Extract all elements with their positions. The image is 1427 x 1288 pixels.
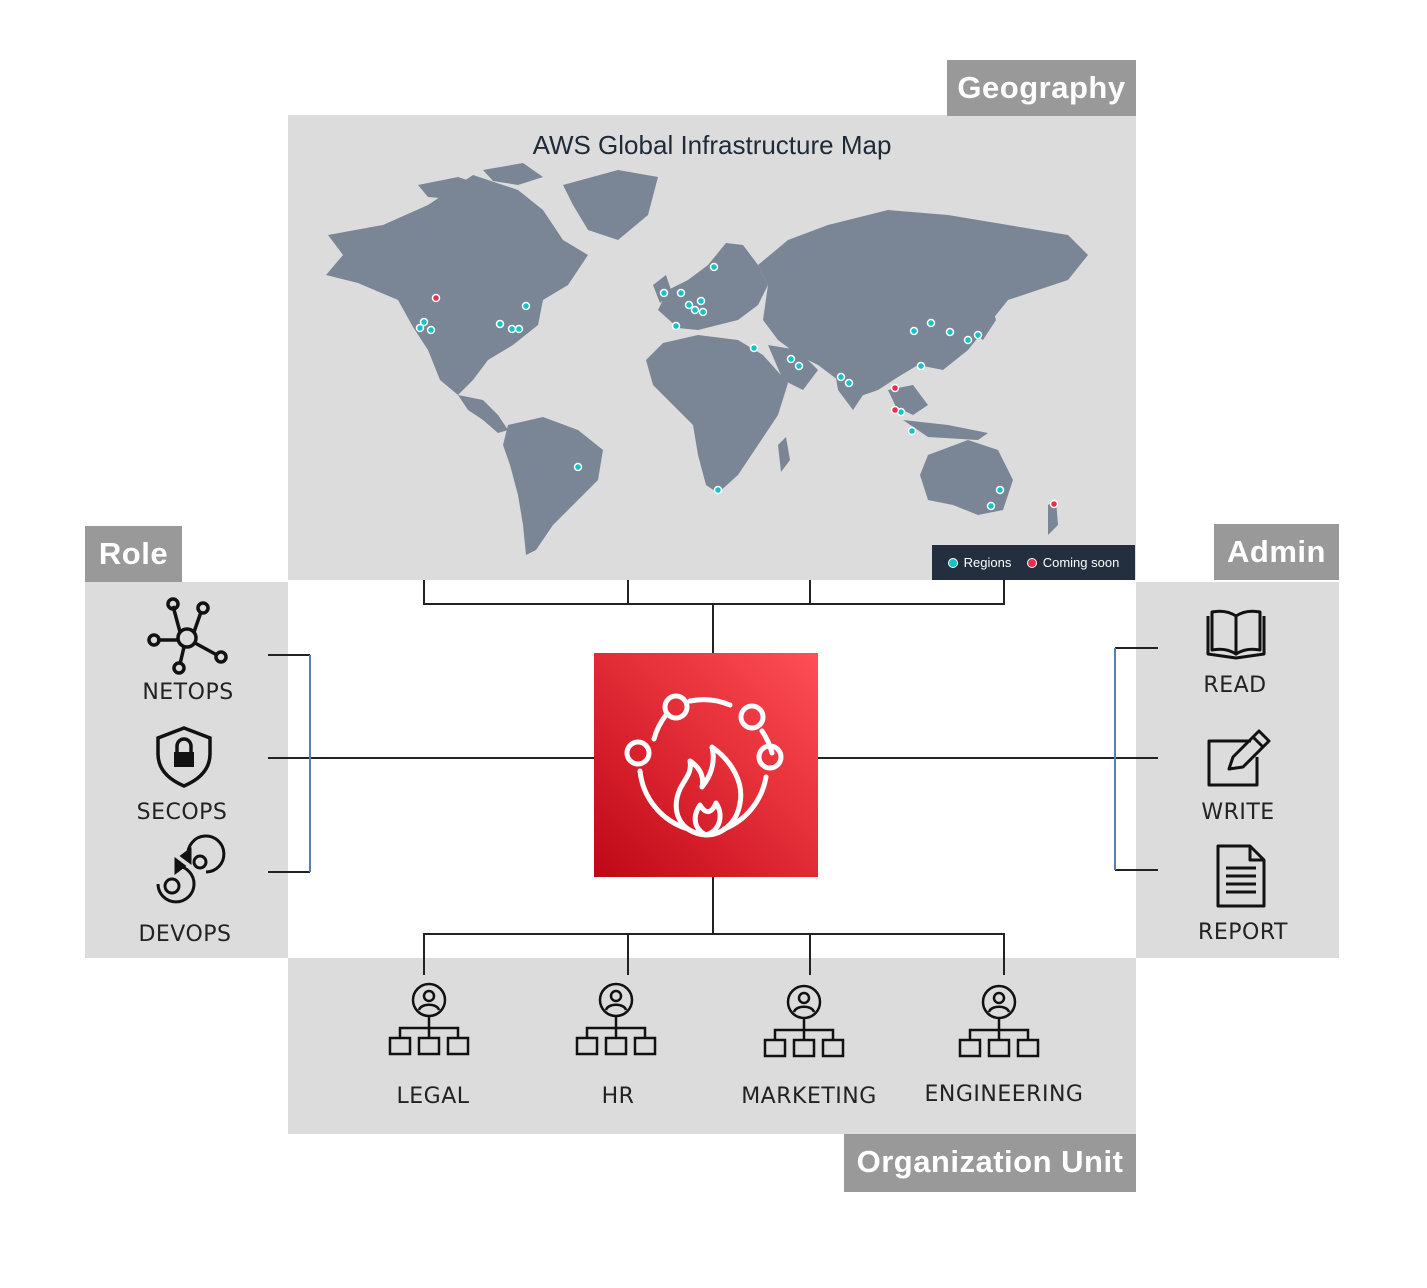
- document-report-icon: [1216, 844, 1266, 908]
- organization-unit-tag: Organization Unit: [844, 1134, 1136, 1192]
- coming-soon-dot-icon: [1026, 557, 1037, 568]
- aws-firewall-manager-icon: [594, 653, 818, 877]
- region-dot-icon: [947, 557, 958, 568]
- legend-regions-label: Regions: [963, 555, 1012, 570]
- org-label-engineering: ENGINEERING: [924, 1082, 1084, 1107]
- world-map: [326, 163, 1088, 555]
- org-chart-icon: [958, 984, 1040, 1058]
- pencil-edit-icon: [1207, 729, 1271, 787]
- devops-gears-icon: [156, 834, 226, 904]
- admin-tag: Admin: [1214, 524, 1339, 580]
- security-shield-icon: [156, 726, 212, 788]
- legend-regions: Regions: [947, 555, 1012, 570]
- admin-label-write: WRITE: [1201, 800, 1275, 825]
- org-label-legal: LEGAL: [396, 1084, 470, 1109]
- legend-coming-soon: Coming soon: [1026, 555, 1120, 570]
- org-label-marketing: MARKETING: [741, 1084, 877, 1109]
- role-label-netops: NETOPS: [142, 680, 234, 705]
- org-chart-icon: [388, 982, 470, 1056]
- org-chart-icon: [763, 984, 845, 1058]
- role-label-secops: SECOPS: [136, 800, 228, 825]
- org-label-hr: HR: [601, 1084, 635, 1109]
- role-tag: Role: [85, 526, 182, 582]
- network-hub-icon: [147, 597, 228, 675]
- map-legend: Regions Coming soon: [932, 545, 1135, 580]
- legend-coming-soon-label: Coming soon: [1042, 555, 1120, 570]
- org-chart-icon: [575, 982, 657, 1056]
- map-title: AWS Global Infrastructure Map: [532, 130, 892, 160]
- role-panel: [85, 582, 288, 958]
- open-book-icon: [1206, 609, 1266, 660]
- geography-tag: Geography: [947, 60, 1136, 116]
- admin-label-read: READ: [1203, 673, 1267, 698]
- role-label-devops: DEVOPS: [138, 922, 232, 947]
- admin-label-report: REPORT: [1198, 920, 1288, 945]
